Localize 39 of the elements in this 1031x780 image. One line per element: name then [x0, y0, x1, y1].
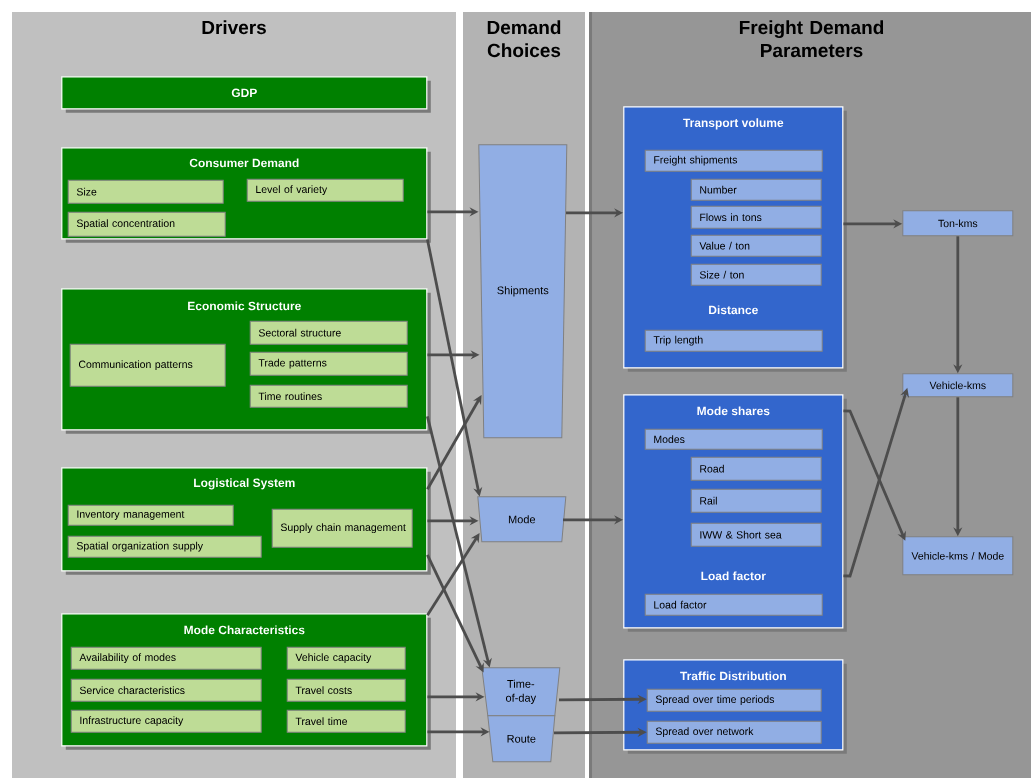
- parameter-item-box: Spread over time periods: [646, 688, 822, 712]
- parameter-item-box: Number: [690, 178, 822, 201]
- factor-box: Supply chain management: [271, 508, 413, 548]
- parameter-item-box: Trip length: [644, 329, 823, 352]
- factor-box: Travel time: [286, 709, 406, 733]
- arrow: [426, 533, 480, 616]
- result-box: Vehicle-kms / Mode: [902, 536, 1014, 576]
- result-box: Vehicle-kms: [902, 373, 1014, 398]
- choice-trapezoid: Shipments: [478, 144, 568, 439]
- factor-box: Size: [67, 179, 224, 204]
- choice-trapezoid: Mode: [477, 496, 567, 543]
- parameter-item-box: IWW & Short sea: [690, 522, 822, 547]
- choice-trapezoid: Time-of-day: [481, 667, 561, 717]
- factor-box: Time routines: [249, 384, 408, 408]
- parameter-item-box: Road: [690, 456, 822, 481]
- parameter-item-box: Modes: [644, 428, 823, 450]
- factor-box: Travel costs: [286, 678, 406, 702]
- factor-box: Inventory management: [67, 504, 234, 526]
- factor-box: Communication patterns: [69, 343, 226, 387]
- factor-box: Vehicle capacity: [286, 646, 406, 670]
- factor-box: Service characteristics: [70, 678, 262, 702]
- arrow: [426, 395, 482, 490]
- parameter-item-box: Size / ton: [690, 263, 822, 286]
- parameter-item-box: Load factor: [644, 593, 823, 616]
- factor-box: Trade patterns: [249, 351, 408, 376]
- driver-box: GDP: [61, 76, 431, 113]
- result-box: Ton-kms: [902, 210, 1014, 237]
- factor-box: Sectoral structure: [249, 320, 408, 345]
- factor-box: Spatial organization supply: [67, 535, 262, 558]
- choice-trapezoid: Route: [487, 715, 556, 763]
- parameter-item-box: Spread over network: [646, 720, 822, 744]
- factor-box: Infrastructure capacity: [70, 709, 262, 733]
- factor-box: Availability of modes: [70, 646, 262, 670]
- parameter-item-box: Flows in tons: [690, 205, 822, 229]
- factor-box: Level of variety: [246, 178, 404, 202]
- parameter-item-box: Value / ton: [690, 234, 822, 257]
- parameter-item-box: Rail: [690, 488, 822, 513]
- factor-box: Spatial concentration: [67, 211, 226, 237]
- parameter-item-box: Freight shipments: [644, 149, 823, 172]
